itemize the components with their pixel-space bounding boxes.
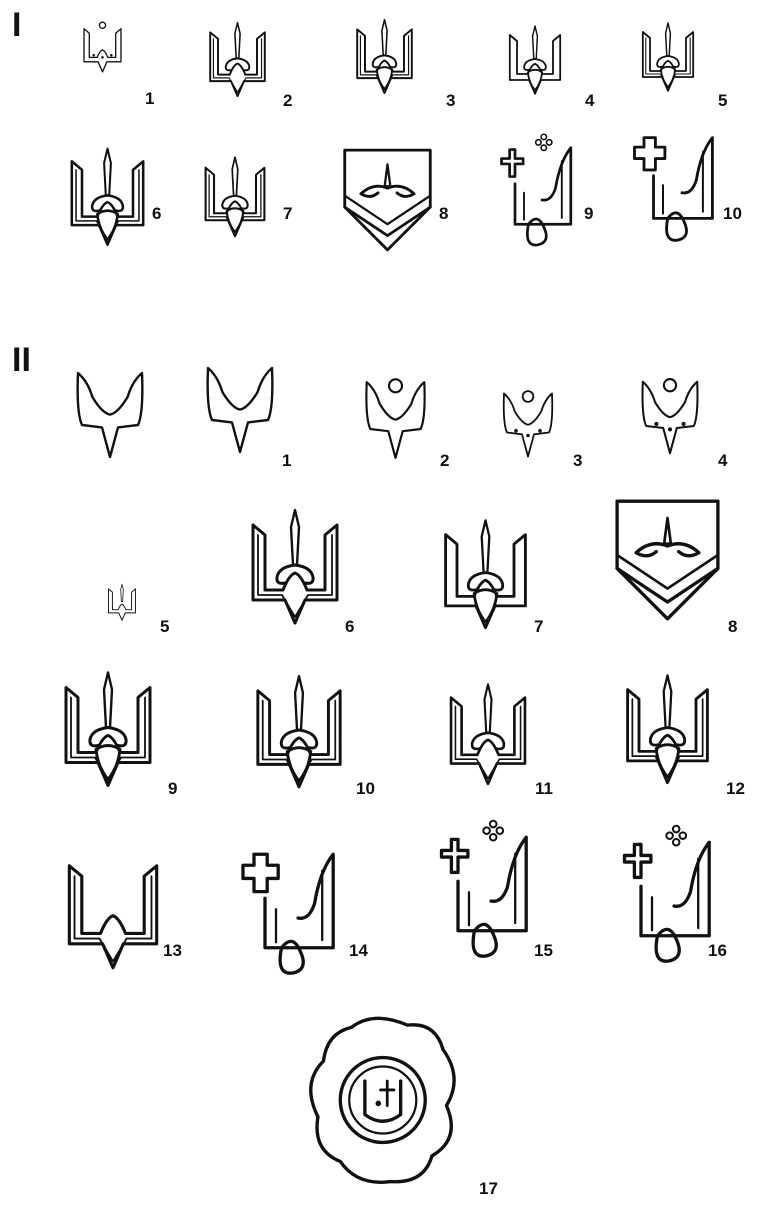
bident-glyph-II-4 — [625, 375, 715, 460]
figure-number-II-13: 13 — [163, 942, 182, 959]
bident-glyph-II-1 — [70, 360, 150, 470]
group-label-I: I — [12, 8, 21, 42]
figure-number-I-10: 10 — [723, 205, 742, 222]
figure-number-II-11: 11 — [535, 780, 553, 797]
cross-glyph-II-16 — [608, 830, 718, 970]
figure-number-I-1: 1 — [145, 90, 154, 107]
figure-number-II-10: 10 — [356, 780, 375, 797]
seal-glyph-II-17 — [300, 1005, 470, 1195]
cross-glyph-II-15 — [425, 820, 535, 970]
trident-glyph-II-5 — [106, 580, 138, 625]
bident-glyph-II-1 — [200, 355, 280, 465]
figure-number-II-9: 9 — [168, 780, 177, 797]
trident-glyph-I-6 — [65, 140, 150, 255]
trident-glyph-II-12 — [620, 665, 715, 795]
figure-number-I-2: 2 — [283, 92, 292, 109]
figure-number-I-4: 4 — [585, 92, 594, 109]
trident-glyph-I-5 — [638, 15, 698, 100]
figure-number-II-4: 4 — [718, 452, 727, 469]
cross-glyph-II-14 — [232, 842, 342, 982]
trident-glyph-II-11 — [443, 680, 533, 790]
bident-glyph-II-3 — [498, 385, 558, 465]
trident-glyph-II-10 — [250, 670, 348, 795]
figure-number-I-3: 3 — [446, 92, 455, 109]
figure-number-II-17: 17 — [479, 1180, 498, 1197]
trident-glyph-I-3 — [352, 12, 417, 102]
figure-number-II-6: 6 — [345, 618, 354, 635]
figure-number-I-5: 5 — [718, 92, 727, 109]
trident-glyph-II-6 — [240, 505, 350, 630]
cross-glyph-I-10 — [625, 125, 720, 250]
trident-glyph-II-7 — [438, 515, 533, 635]
group-label-II: II — [12, 343, 31, 377]
cross-glyph-I-9 — [488, 135, 578, 255]
figure-number-I-7: 7 — [283, 205, 292, 222]
trident-glyph-II-9 — [58, 665, 158, 795]
trident-glyph-I-2 — [205, 15, 270, 105]
seal-inscription: ꙗдѣ ѧ ѿгдѣлѩ ѿ ѡр ѣ ніщі ѧ — [310, 1175, 311, 1176]
figure-number-II-14: 14 — [349, 942, 368, 959]
figure-number-II-15: 15 — [534, 942, 553, 959]
figure-number-II-7: 7 — [534, 618, 543, 635]
figure-number-II-16: 16 — [708, 942, 727, 959]
trident-glyph-I-7 — [200, 140, 270, 255]
figure-number-I-8: 8 — [439, 205, 448, 222]
bident-glyph-II-2 — [358, 375, 433, 465]
trident-glyph-II-8 — [605, 490, 730, 630]
trident-glyph-I-1 — [75, 20, 130, 75]
figure-number-I-6: 6 — [152, 205, 161, 222]
trident-glyph-I-4 — [505, 18, 565, 103]
figure-number-II-2: 2 — [440, 452, 449, 469]
figure-number-II-3: 3 — [573, 452, 582, 469]
trident-glyph-II-13 — [58, 845, 168, 975]
figure-number-II-1: 1 — [282, 452, 291, 469]
trident-glyph-I-8 — [340, 140, 435, 260]
figure-number-II-12: 12 — [726, 780, 745, 797]
figure-number-II-8: 8 — [728, 618, 737, 635]
figure-number-I-9: 9 — [584, 205, 593, 222]
figure-number-II-5: 5 — [160, 618, 169, 635]
